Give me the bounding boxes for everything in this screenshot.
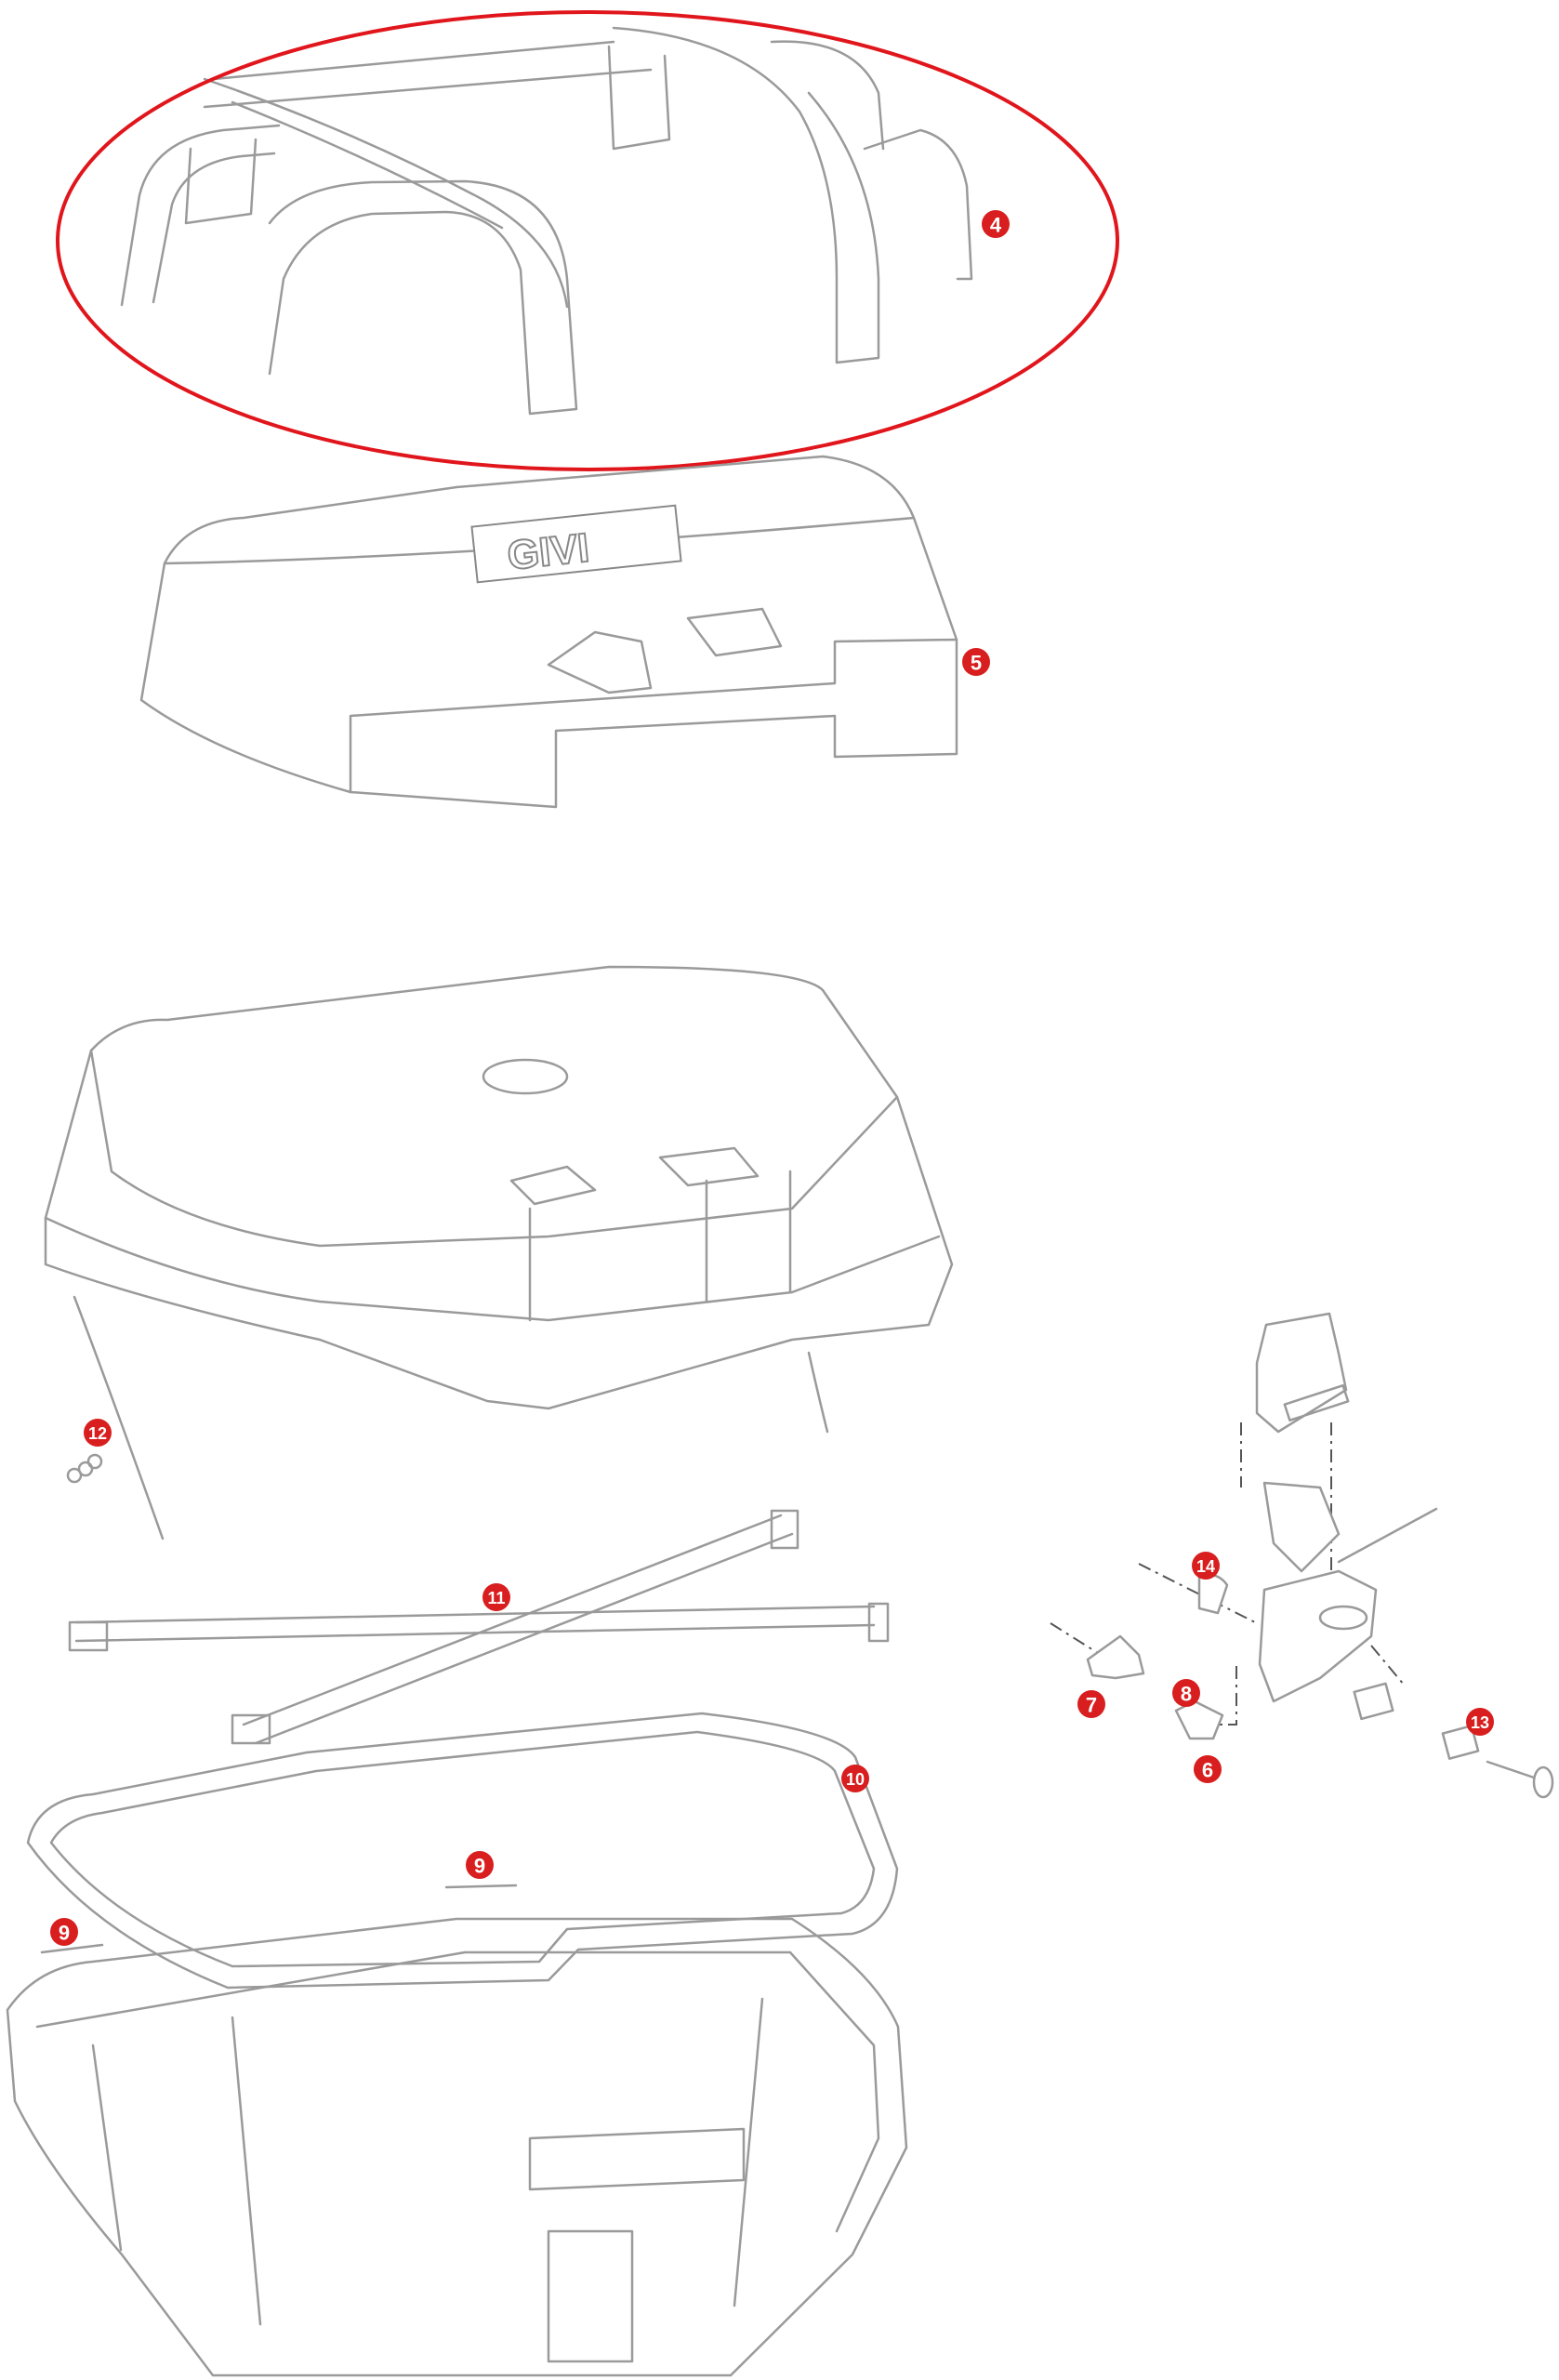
svg-text:6: 6 [1202,1759,1213,1782]
case-shell [44,965,954,1410]
callout-4: 4 [982,210,1010,238]
latch-slider-part [1086,1634,1145,1680]
reflector-strip [444,1884,518,1889]
lock-cam-part [1197,1573,1229,1615]
latch-hook-part [1174,1699,1224,1740]
callout-11: 11 [482,1583,510,1611]
callout-7: 7 [1077,1690,1105,1718]
case-center-dome [482,1058,569,1095]
svg-text:12: 12 [88,1424,107,1443]
highlight-ellipse [56,10,1119,471]
svg-text:13: 13 [1471,1713,1489,1732]
callout-8: 8 [1172,1679,1200,1707]
svg-text:5: 5 [971,652,982,675]
svg-text:7: 7 [1086,1694,1097,1717]
svg-text:8: 8 [1181,1683,1192,1706]
callout-9: 9 [466,1851,494,1879]
callout-5: 5 [962,648,990,676]
brand-plate [470,504,682,584]
reflector-strip [40,1943,104,1954]
svg-text:10: 10 [846,1770,865,1789]
callout-10: 10 [841,1765,869,1792]
lid-cover: GIVI [139,455,958,809]
seal-frame [26,1712,899,1990]
svg-text:4: 4 [990,214,1002,237]
svg-text:14: 14 [1196,1557,1215,1576]
top-rack-rails [120,26,973,416]
svg-text:11: 11 [487,1589,505,1607]
svg-text:9: 9 [59,1922,70,1945]
callout-14: 14 [1192,1552,1220,1580]
internal-straps [68,1509,890,1745]
svg-text:9: 9 [474,1855,485,1878]
case-base [6,1917,908,2377]
key-icon [1532,1765,1554,1799]
retaining-cords [66,1295,829,1540]
callout-6: 6 [1194,1755,1222,1783]
callout-12: 12 [84,1419,112,1447]
brand-logo: GIVI [505,525,591,579]
callout-9: 9 [50,1918,78,1946]
callout-13: 13 [1466,1708,1494,1736]
